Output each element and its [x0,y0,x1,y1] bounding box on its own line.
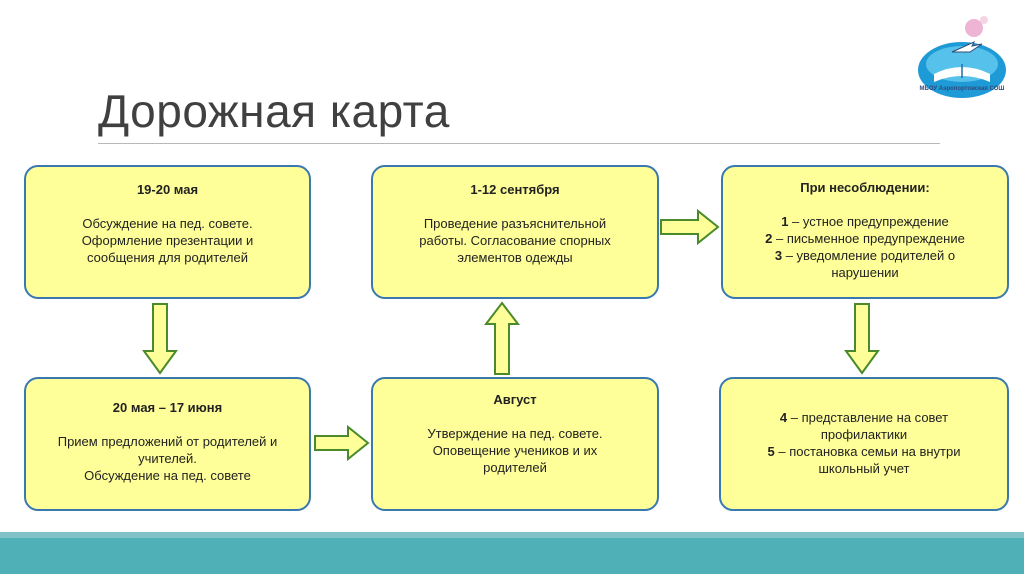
box-list-item: школьный учет [818,461,910,476]
arrow-right-icon [660,208,720,246]
box-line: элементов одежды [457,250,573,265]
arrow-down-icon [142,303,178,375]
box-list-item: 4 – представление на совет [779,410,949,425]
box-line: Проведение разъяснительной [423,216,607,231]
box-list-item: 1 – устное предупреждение [781,214,949,229]
arrow-right-icon [314,424,370,462]
arrow-up-icon [483,301,521,375]
title-divider [98,143,940,144]
roadmap-box-august: Август Утверждение на пед. совете. Опове… [371,377,659,511]
box-heading: Август [493,392,537,407]
box-list-item: 5 – постановка семьи на внутри [767,444,961,459]
box-list-item: профилактики [820,427,908,442]
roadmap-box-may-june: 20 мая – 17 июня Прием предложений от ро… [24,377,311,511]
box-list-item: 2 – письменное предупреждение [765,231,965,246]
box-line: Обсуждение на пед. совете [84,468,251,483]
footer-band [0,538,1024,574]
box-heading: 1-12 сентября [470,182,560,197]
page-title: Дорожная карта [98,85,450,137]
logo-caption: МБОУ Аэропортовская СОШ [919,86,1005,92]
school-logo-icon [918,16,1006,98]
roadmap-box-september: 1-12 сентября Проведение разъяснительной… [371,165,659,299]
roadmap-box-may-19-20: 19-20 мая Обсуждение на пед. совете. Офо… [24,165,311,299]
roadmap-box-violations: При несоблюдении: 1 – устное предупрежде… [721,165,1009,299]
box-line: учителей. [138,451,197,466]
box-line: Оформление презентации и [81,233,254,248]
box-line: Утверждение на пед. совете. [427,426,603,441]
arrow-down-icon [844,303,880,375]
box-heading: При несоблюдении: [800,180,930,195]
box-list-item: 3 – уведомление родителей о [774,248,956,263]
box-line: родителей [483,460,547,475]
footer-band-highlight [0,532,1024,538]
box-line: нарушении [831,265,899,280]
roadmap-box-measures: 4 – представление на совет профилактики … [719,377,1009,511]
box-line: сообщения для родителей [87,250,248,265]
box-heading: 19-20 мая [136,182,199,197]
box-heading: 20 мая – 17 июня [112,400,223,415]
box-line: Обсуждение на пед. совете. [82,216,253,231]
box-line: работы. Согласование спорных [419,233,611,248]
box-line: Прием предложений от родителей и [57,434,278,449]
box-line: Оповещение учеников и их [432,443,598,458]
